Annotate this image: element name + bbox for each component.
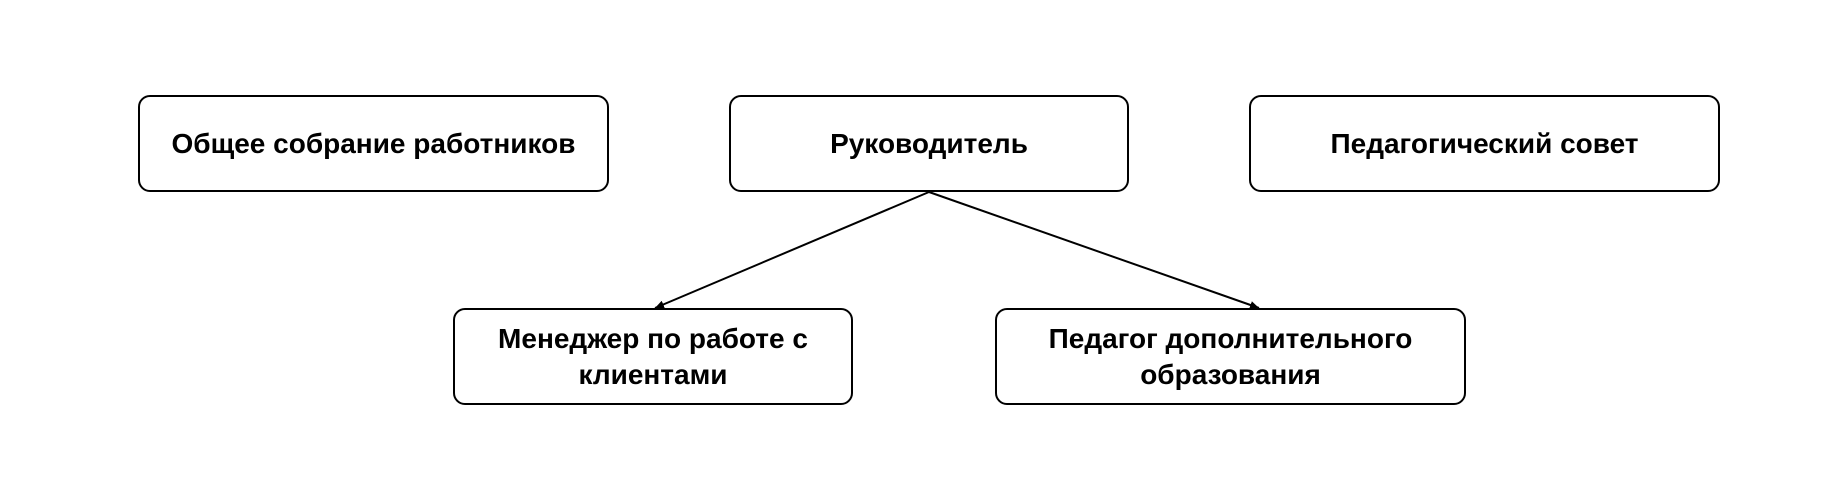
node-general-meeting-label: Общее собрание работников	[171, 127, 576, 159]
node-pedagogical-council: Педагогический совет	[1249, 95, 1720, 192]
edge-director-to-manager	[654, 191, 930, 309]
node-director-label: Руководитель	[830, 127, 1028, 159]
node-additional-education-teacher: Педагог дополнительного образования	[995, 308, 1466, 405]
node-pedagogical-council-label: Педагогический совет	[1330, 127, 1639, 159]
node-client-manager-label: Менеджер по работе с клиентами	[498, 322, 808, 390]
node-additional-education-teacher-label: Педагог дополнительного образования	[1048, 322, 1413, 390]
node-general-meeting: Общее собрание работников	[138, 95, 609, 192]
node-director: Руководитель	[729, 95, 1129, 192]
edge-director-to-teacher	[928, 191, 1260, 309]
node-client-manager: Менеджер по работе с клиентами	[453, 308, 853, 405]
